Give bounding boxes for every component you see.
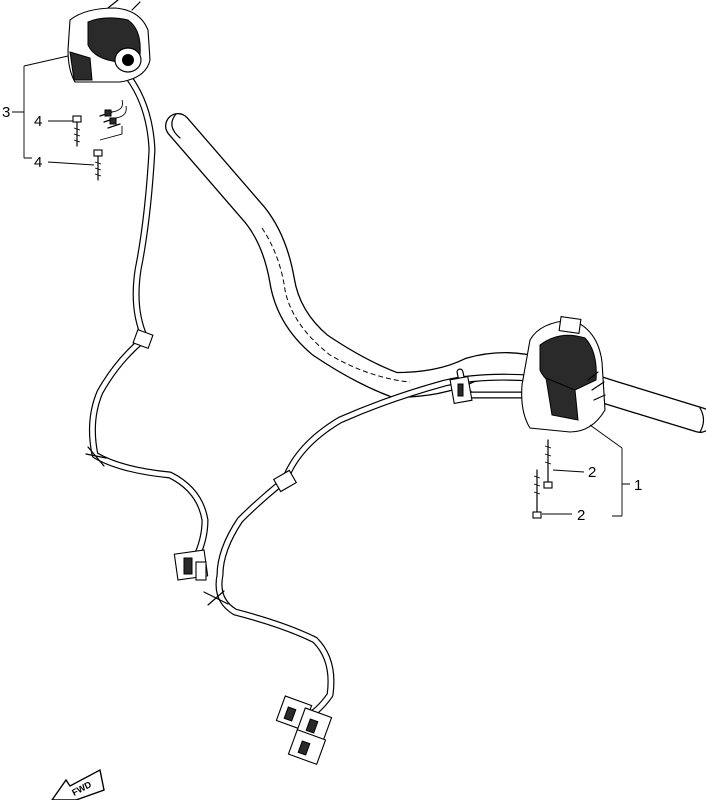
handlebar: [165, 113, 706, 433]
right-switch-harness: [203, 368, 534, 766]
callout-part-4-lower: 4: [34, 154, 42, 171]
left-handlebar-switch: [67, 0, 151, 129]
callout-part-2-lower: 2: [577, 507, 585, 524]
callout-leaders: [12, 55, 630, 517]
screw-4-lower: [93, 149, 103, 181]
callout-part-1: 1: [634, 477, 642, 494]
right-harness-connector: [275, 695, 333, 766]
callout-part-2-upper: 2: [588, 464, 596, 481]
screw-2-lower: [532, 469, 542, 519]
callout-part-4-upper: 4: [34, 113, 42, 130]
right-handlebar-switch: [521, 316, 606, 433]
callout-part-3: 3: [2, 104, 10, 121]
screw-4-upper: [72, 115, 82, 147]
left-switch-harness: [85, 71, 209, 581]
screw-2-upper: [543, 439, 553, 489]
callout-labels: 3 4 4 2 2 1: [2, 104, 642, 524]
left-harness-connector: [173, 549, 209, 581]
fwd-direction-arrow: FWD: [51, 768, 105, 800]
